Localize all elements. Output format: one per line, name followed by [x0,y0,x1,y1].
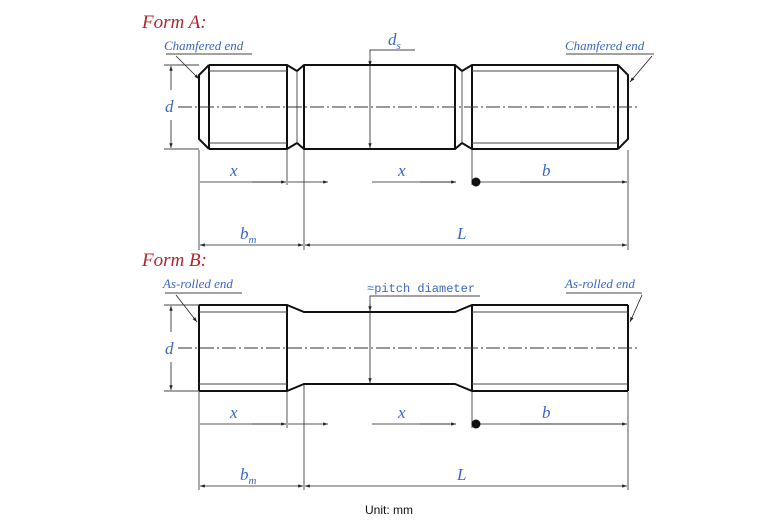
form-a-extension-lines [198,150,629,250]
form-a-x-right-label: x [397,161,406,180]
form-a-right-callout: Chamfered end [565,38,645,53]
form-b-x-right-label: x [397,403,406,422]
form-a-ds-label: ds [388,30,401,52]
form-b-b-label: b [542,403,551,422]
form-b-left-callout: As-rolled end [162,276,233,291]
form-a-b-label: b [542,161,551,180]
form-b-right-leader [629,294,643,323]
form-a-right-leader [629,55,653,83]
form-a-l-label: L [456,224,466,243]
form-b-pitch-leader [369,295,480,304]
form-b-pitch-label: ≈pitch diameter [367,282,475,296]
form-b-thread-lines [199,311,628,385]
form-b-l-label: L [456,465,466,484]
form-b-left-leader [175,294,198,323]
form-b-d-label: d [165,339,174,358]
form-a-bm-label: bm [240,224,257,246]
form-a-left-leader [175,55,200,80]
form-b-title: Form B: [141,250,207,271]
form-a-ds-leader [369,49,415,60]
form-a-title: Form A: [141,12,207,33]
form-a-b-origin-dot [471,177,481,187]
form-b-b-origin-dot [471,419,481,429]
form-a-left-callout: Chamfered end [164,38,244,53]
form-b-bm-label: bm [240,465,257,487]
form-b-right-callout: As-rolled end [564,276,635,291]
form-b-x-left-label: x [229,403,238,422]
form-a-x-left-label: x [229,161,238,180]
unit-caption: Unit: mm [365,503,413,517]
form-b-extension-lines [198,385,629,490]
form-a-d-label: d [165,97,174,116]
